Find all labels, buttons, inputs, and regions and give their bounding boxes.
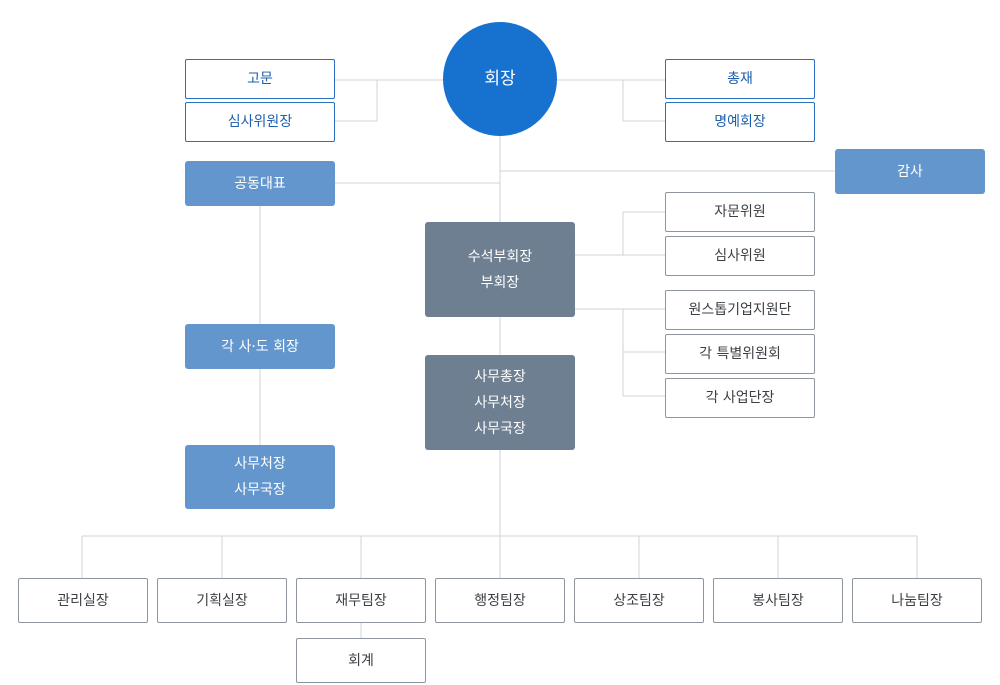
team-label: 행정팀장 xyxy=(474,592,526,609)
team-label: 관리실장 xyxy=(57,592,109,609)
secretary-general-label: 사무총장 xyxy=(474,368,526,385)
team-label: 재무팀장 xyxy=(335,592,387,609)
senior-vice-chairman-label: 수석부회장 xyxy=(467,248,533,265)
advisory-committee-label: 자문위원 xyxy=(714,204,766,220)
project-heads-box: 각 사업단장 xyxy=(665,378,815,418)
chairman-node: 회장 xyxy=(443,22,557,136)
team-box: 나눔팀장 xyxy=(852,578,982,623)
chairman-label: 회장 xyxy=(484,69,516,89)
special-committees-box: 각 특별위원회 xyxy=(665,334,815,374)
project-heads-label: 각 사업단장 xyxy=(705,390,775,406)
onestop-support-label: 원스톱기업지원단 xyxy=(688,302,792,318)
bureau-chief-label: 사무국장 xyxy=(474,420,526,437)
team-box: 기획실장 xyxy=(157,578,287,623)
review-committee-label: 심사위원 xyxy=(714,248,766,264)
team-label: 상조팀장 xyxy=(613,592,665,609)
team-label: 나눔팀장 xyxy=(891,592,943,609)
accounting-label: 회계 xyxy=(348,652,374,669)
team-box: 상조팀장 xyxy=(574,578,704,623)
vice-chairman-box: 수석부회장 부회장 xyxy=(425,222,575,317)
team-box: 봉사팀장 xyxy=(713,578,843,623)
team-label: 봉사팀장 xyxy=(752,592,804,609)
special-committees-label: 각 특별위원회 xyxy=(699,346,781,362)
auditor-label: 감사 xyxy=(897,163,923,180)
team-box: 행정팀장 xyxy=(435,578,565,623)
advisory-committee-box: 자문위원 xyxy=(665,192,815,232)
team-label: 기획실장 xyxy=(196,592,248,609)
advisor-label: 고문 xyxy=(247,71,273,87)
governor-box: 총재 xyxy=(665,59,815,99)
vice-chairman-label: 부회장 xyxy=(480,274,520,291)
co-ceo-label: 공동대표 xyxy=(234,175,286,192)
team-box: 관리실장 xyxy=(18,578,148,623)
secretariat-head-label: 사무처장 xyxy=(474,394,526,411)
accounting-box: 회계 xyxy=(296,638,426,683)
regional-chair-box: 각 사·도 회장 xyxy=(185,324,335,369)
review-committee-box: 심사위원 xyxy=(665,236,815,276)
secretariat-box: 사무총장 사무처장 사무국장 xyxy=(425,355,575,450)
regional-secretary-general-label: 사무처장 xyxy=(234,456,286,472)
honorary-chairman-box: 명예회장 xyxy=(665,102,815,142)
regional-chair-label: 각 사·도 회장 xyxy=(221,338,299,355)
regional-secretary-box: 사무처장 사무국장 xyxy=(185,445,335,509)
team-box: 재무팀장 xyxy=(296,578,426,623)
review-committee-chair-label: 심사위원장 xyxy=(227,114,293,130)
regional-bureau-chief-label: 사무국장 xyxy=(234,482,286,498)
auditor-box: 감사 xyxy=(835,149,985,194)
advisor-box: 고문 xyxy=(185,59,335,99)
onestop-support-box: 원스톱기업지원단 xyxy=(665,290,815,330)
honorary-chairman-label: 명예회장 xyxy=(714,114,766,130)
governor-label: 총재 xyxy=(727,71,753,87)
co-ceo-box: 공동대표 xyxy=(185,161,335,206)
review-committee-chair-box: 심사위원장 xyxy=(185,102,335,142)
